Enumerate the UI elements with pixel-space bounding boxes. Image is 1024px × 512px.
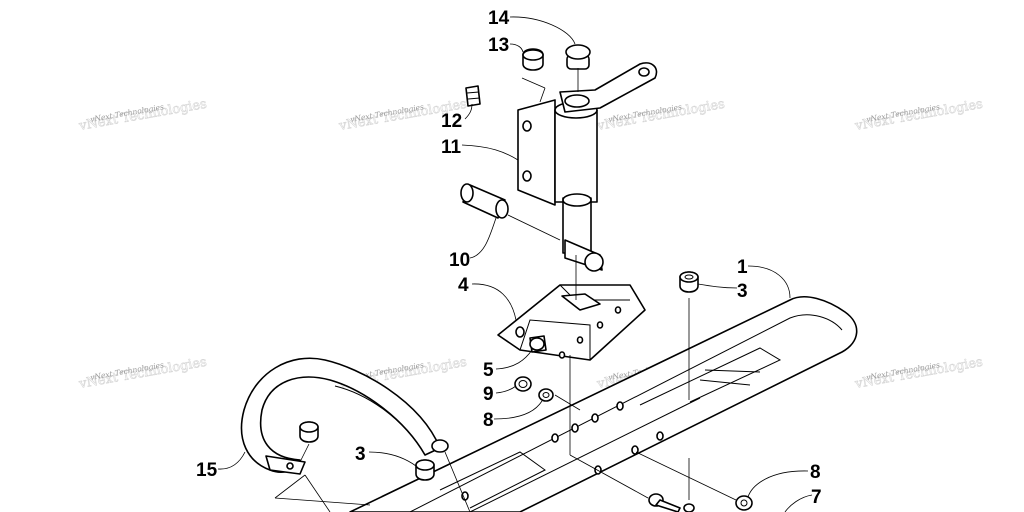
callout-9: 9 [483,384,494,405]
nut [522,48,544,71]
callout-13: 13 [488,35,509,56]
bushing [460,183,509,219]
washer [538,388,554,402]
spindle [562,193,604,272]
saddle [497,284,646,361]
callout-10: 10 [449,250,470,271]
lock-nut [299,421,319,443]
callout-4: 4 [458,275,469,296]
callout-3: 3 [737,281,748,302]
watermark: vNext Technologies vNext Technologies [853,354,984,392]
lock-nut [679,271,699,293]
watermark: vNext Technologies vNext Technologies [77,96,208,134]
callout-15: 15 [196,460,218,481]
callout-leaders [217,16,813,512]
steering-arm [559,44,658,113]
callout-8: 8 [810,462,821,483]
grease-fitting [465,85,481,107]
lock-nut [415,459,435,481]
assembly-lines [274,68,737,512]
bolt [529,335,547,353]
callouts: 14 13 12 11 10 4 1 3 5 9 8 3 15 8 7 [196,8,822,508]
nut [683,503,695,512]
watermark: vNext Technologies vNext Technologies [77,354,208,392]
callout-11: 11 [441,137,462,158]
callout-7: 7 [811,487,822,508]
bolt [648,493,681,512]
ski-holes [461,401,664,501]
callout-1: 1 [737,257,748,278]
ski [349,296,858,512]
watermark: vNext Technologies vNext Technologies [853,96,984,134]
washer [735,495,753,511]
ski-loop [240,357,449,475]
callout-12: 12 [441,111,462,132]
callout-5: 5 [483,360,494,381]
spacer [514,376,532,392]
callout-14: 14 [488,8,510,29]
spindle-housing [517,99,598,206]
callout-8: 8 [483,410,494,431]
callout-3: 3 [355,444,366,465]
